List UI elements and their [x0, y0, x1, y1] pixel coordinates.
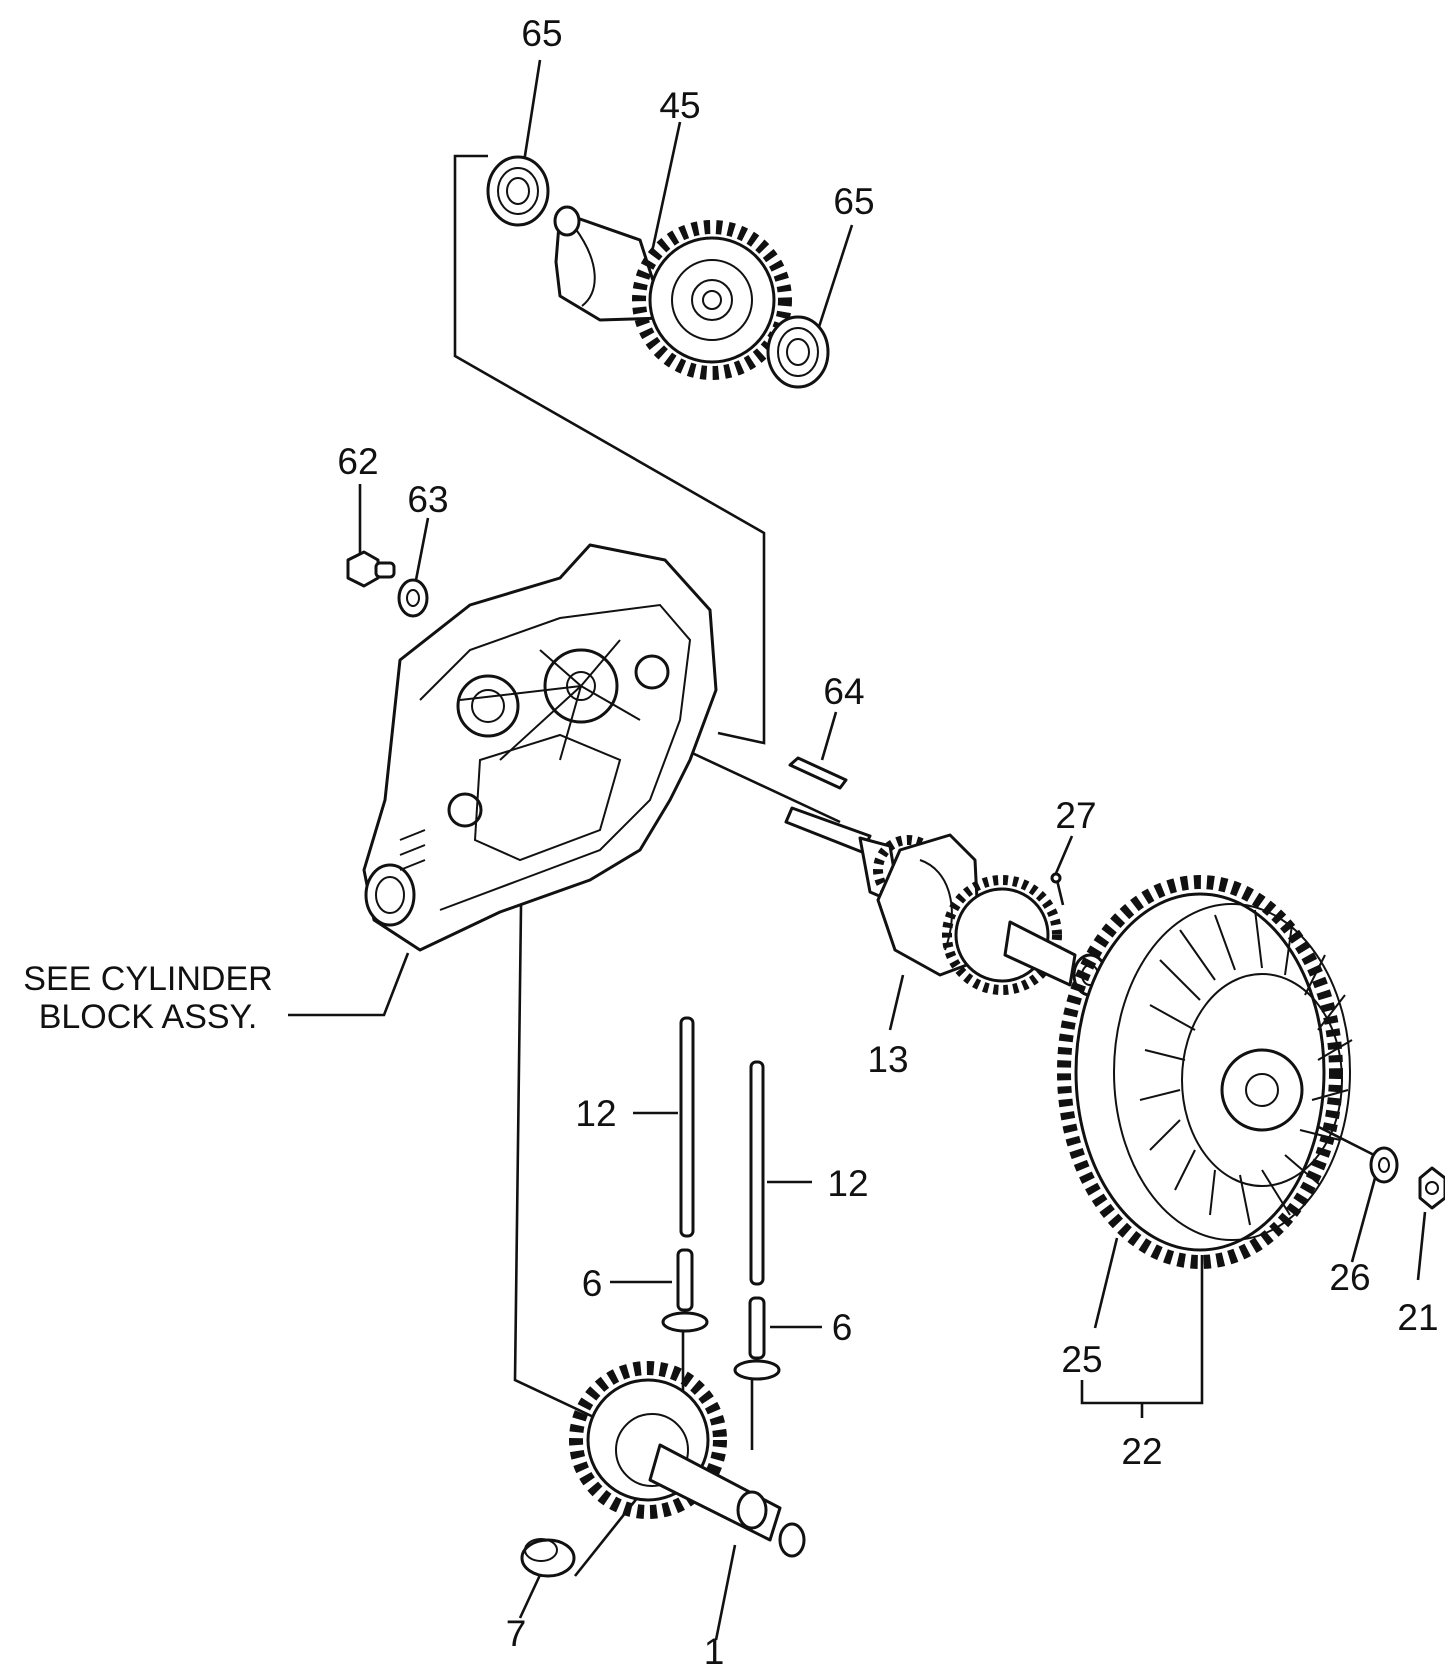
pin-icon [1050, 872, 1065, 906]
callout-25: 25 [1061, 1339, 1102, 1380]
callout-45: 45 [659, 85, 700, 126]
callout-63: 63 [407, 479, 448, 520]
bolt-icon [346, 550, 396, 588]
crankshaft-icon [784, 806, 1108, 997]
callout-6-right: 6 [832, 1307, 853, 1348]
see-cylinder-block-note: SEE CYLINDER BLOCK ASSY. [23, 960, 272, 1036]
callout-27: 27 [1055, 795, 1096, 836]
push-rod-icon [679, 1016, 765, 1286]
washer-icon [397, 578, 429, 618]
note-line-1: SEE CYLINDER [23, 960, 272, 998]
callout-12-right: 12 [827, 1163, 868, 1204]
callout-6-left: 6 [582, 1263, 603, 1304]
callout-62: 62 [337, 441, 378, 482]
leader-lines [288, 59, 1427, 1641]
flywheel-nut-icon [1418, 1166, 1445, 1210]
note-line-2: BLOCK ASSY. [39, 998, 258, 1036]
callout-7: 7 [506, 1613, 527, 1654]
flywheel-assembly-icon [1057, 875, 1353, 1269]
bearing-icon [766, 315, 830, 389]
balancer-shaft-gear-icon [553, 205, 792, 380]
cam-bushing-icon [520, 1538, 576, 1578]
callout-26: 26 [1329, 1257, 1370, 1298]
woodruff-key-icon [788, 756, 848, 790]
camshaft-gear-icon [569, 1361, 806, 1558]
callout-22: 22 [1121, 1431, 1162, 1472]
callout-64: 64 [823, 671, 864, 712]
callout-labels: 65 45 65 62 63 64 27 13 12 12 6 6 7 1 25… [337, 13, 1438, 1667]
callout-21: 21 [1397, 1297, 1438, 1338]
bearing-icon [486, 155, 550, 227]
callout-65-top: 65 [521, 13, 562, 54]
flywheel-washer-icon [1369, 1146, 1399, 1184]
callout-12-left: 12 [575, 1093, 616, 1134]
callout-65-right: 65 [833, 181, 874, 222]
callout-1: 1 [704, 1631, 725, 1667]
callout-13: 13 [867, 1039, 908, 1080]
crankcase-cover-icon [362, 543, 718, 952]
valve-tappet-icon [661, 1248, 781, 1381]
